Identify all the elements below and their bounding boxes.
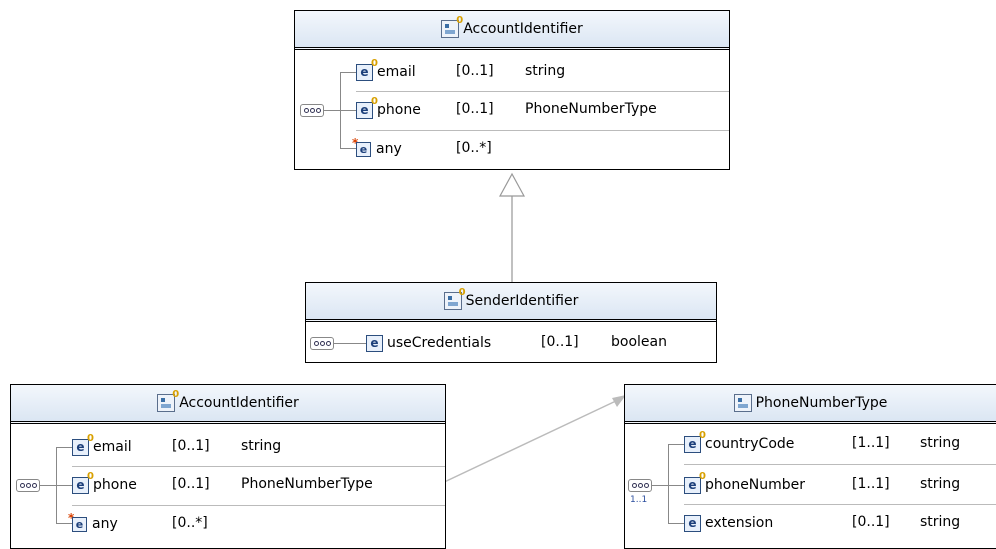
element-row-any[interactable]: *e any	[352, 136, 402, 161]
element-name: any	[376, 141, 402, 157]
box-header: 0 SenderIdentifier	[306, 283, 716, 322]
row-separator	[684, 504, 996, 505]
tree-line	[40, 485, 56, 486]
tree-line	[334, 343, 366, 344]
tree-line	[340, 148, 356, 149]
cardinality: [0..1]	[852, 514, 890, 530]
element-type: boolean	[611, 334, 667, 350]
box-title: AccountIdentifier	[463, 21, 583, 37]
element-row-extension[interactable]: e extension	[684, 511, 773, 535]
element-name: useCredentials	[387, 335, 492, 351]
element-name: extension	[705, 515, 774, 531]
row-separator	[72, 466, 445, 467]
tree-line	[56, 447, 72, 448]
cardinality: [0..*]	[456, 140, 492, 156]
complex-type-icon	[733, 394, 752, 412]
element-type: PhoneNumberType	[525, 101, 657, 117]
cardinality: [0..1]	[172, 476, 210, 492]
element-type: PhoneNumberType	[241, 476, 373, 492]
element-type: string	[525, 63, 566, 79]
element-name: phoneNumber	[705, 477, 806, 493]
cardinality: [1..1]	[852, 476, 890, 492]
element-name: phone	[377, 102, 421, 118]
any-wildcard-icon: *e	[68, 511, 88, 533]
row-separator	[684, 464, 996, 465]
box-header: PhoneNumberType	[625, 385, 996, 424]
tree-line	[340, 110, 356, 111]
sequence-compositor-icon[interactable]	[628, 479, 652, 492]
element-type: string	[241, 438, 282, 454]
cardinality: [1..1]	[852, 435, 890, 451]
tree-line	[668, 523, 684, 524]
cardinality: [0..*]	[172, 515, 208, 531]
element-type: string	[920, 514, 961, 530]
inheritance-arrowhead	[498, 172, 526, 197]
tree-line	[56, 523, 72, 524]
type-reference-line	[437, 399, 619, 486]
element-type: string	[920, 435, 961, 451]
element-name: email	[377, 64, 416, 80]
element-name: phone	[93, 477, 137, 493]
row-separator	[356, 130, 729, 131]
complex-type-icon: 0	[157, 389, 179, 412]
sequence-compositor-icon[interactable]	[16, 479, 40, 492]
tree-line	[340, 72, 356, 73]
element-name: countryCode	[705, 436, 795, 452]
element-name: email	[93, 439, 132, 455]
element-icon: e	[684, 514, 701, 532]
element-name: any	[92, 516, 118, 532]
cardinality: [0..1]	[456, 101, 494, 117]
cardinality: [0..1]	[172, 438, 210, 454]
any-wildcard-icon: *e	[352, 136, 372, 158]
cardinality: [0..1]	[456, 63, 494, 79]
element-icon: e	[366, 334, 383, 352]
tree-line	[668, 444, 669, 523]
row-separator	[72, 505, 445, 506]
box-header: 0 AccountIdentifier	[11, 385, 445, 424]
element-type: string	[920, 476, 961, 492]
tree-line	[652, 485, 668, 486]
type-reference-arrowhead	[612, 395, 626, 407]
occurrence-label: 1..1	[630, 495, 648, 505]
tree-line	[324, 110, 340, 111]
box-header: 0 AccountIdentifier	[295, 11, 729, 50]
element-row-any[interactable]: *e any	[68, 511, 118, 536]
sequence-compositor-icon[interactable]	[300, 104, 324, 117]
tree-line	[56, 485, 72, 486]
box-title: AccountIdentifier	[179, 395, 299, 411]
row-separator	[356, 91, 729, 92]
complex-type-icon: 0	[443, 287, 466, 310]
cardinality: [0..1]	[541, 334, 579, 350]
box-title: PhoneNumberType	[755, 395, 888, 411]
tree-line	[668, 485, 684, 486]
tree-line	[668, 444, 684, 445]
element-row-usecredentials[interactable]: e useCredentials	[366, 331, 491, 355]
box-title: SenderIdentifier	[465, 293, 579, 309]
complex-type-icon: 0	[441, 15, 463, 38]
sequence-compositor-icon[interactable]	[310, 337, 334, 350]
